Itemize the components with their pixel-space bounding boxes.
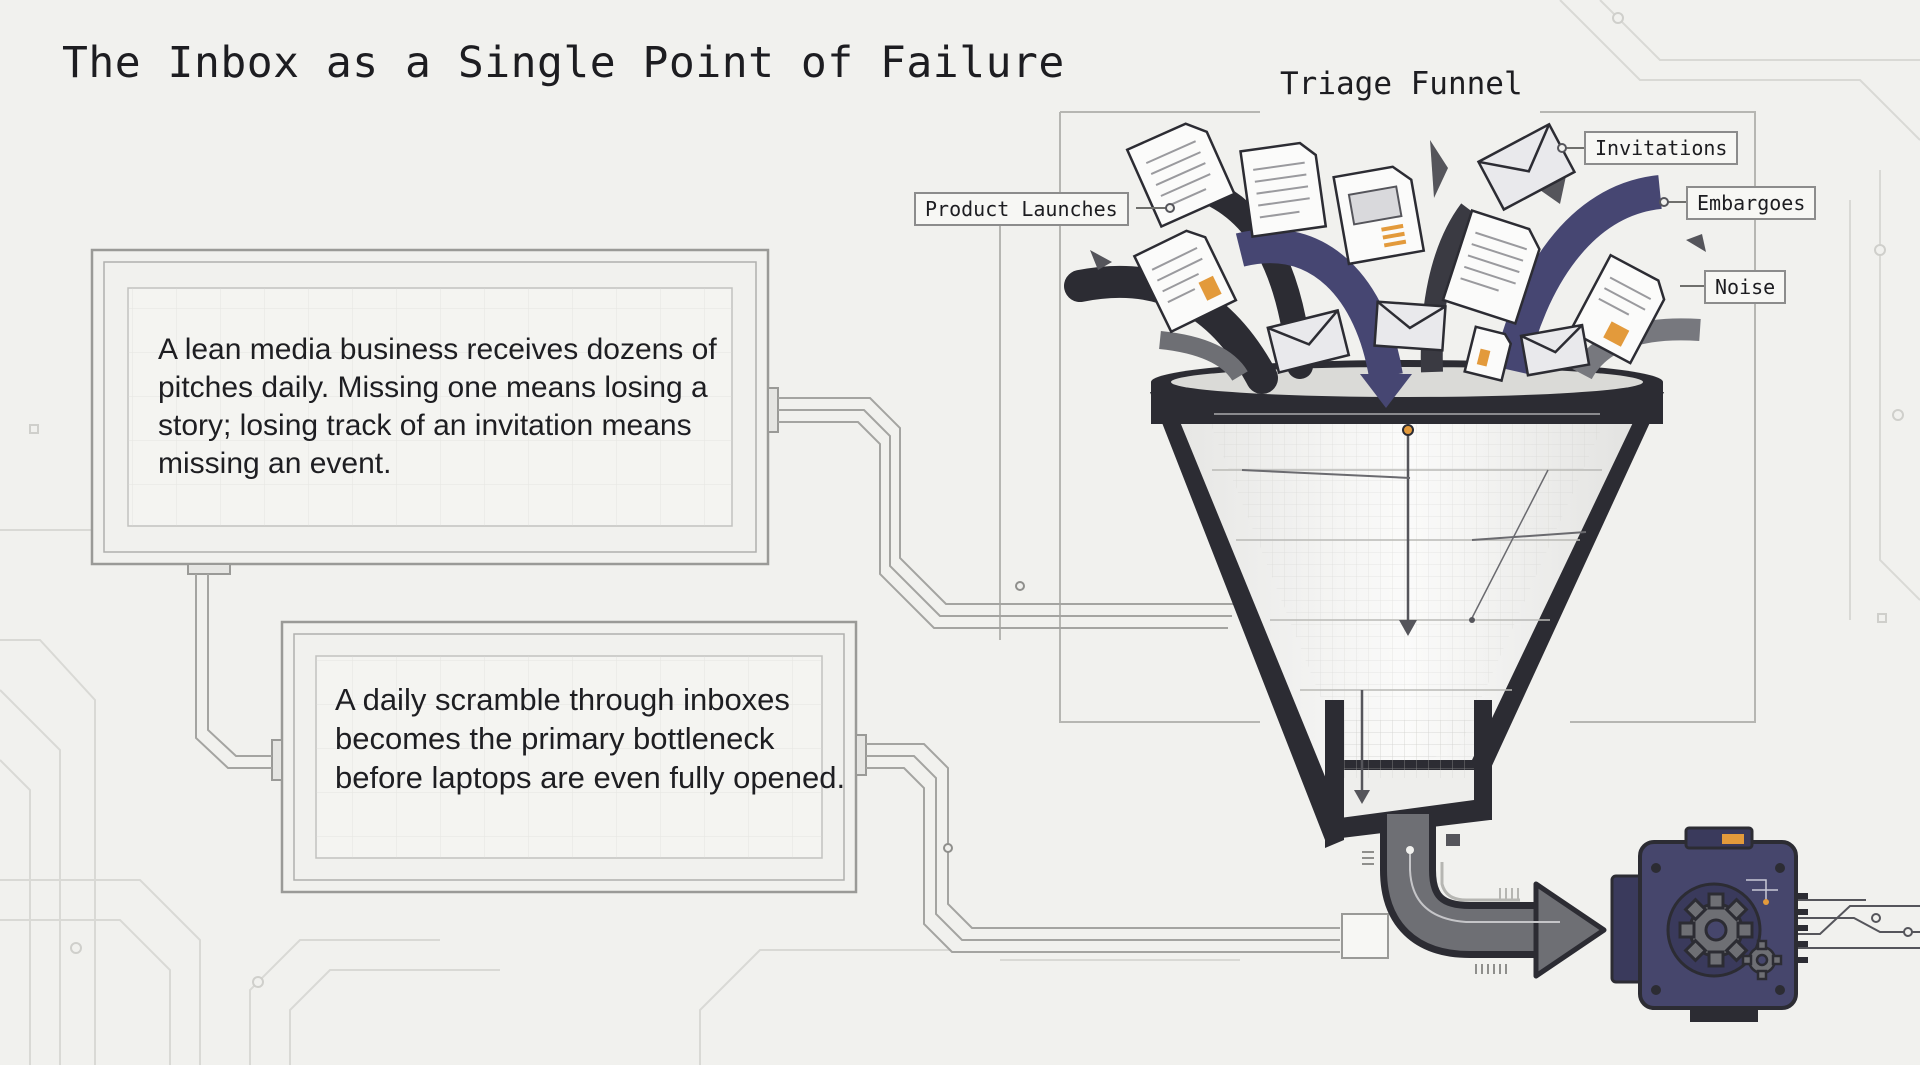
card-1-text: A lean media business receives dozens of… — [158, 333, 717, 480]
tag-noise: Noise — [1704, 270, 1787, 304]
card-2-text: A daily scramble through inboxes becomes… — [335, 682, 846, 795]
tag-product-launches: Product Launches — [914, 192, 1129, 226]
tag-embargoes: Embargoes — [1686, 186, 1817, 220]
funnel-title: Triage Funnel — [1280, 66, 1523, 102]
connector-lines — [195, 397, 1340, 953]
envelope-icon — [1266, 122, 1591, 377]
card-2-frame — [271, 620, 867, 894]
document-icon — [1125, 122, 1666, 383]
tag-invitations: Invitations — [1584, 131, 1739, 165]
output-arrow-icon — [1362, 814, 1607, 979]
gear-icon — [1678, 879, 1783, 981]
card-1-frame — [90, 248, 779, 575]
page-title: The Inbox as a Single Point of Failure — [62, 38, 1065, 88]
background-nodes — [29, 12, 1904, 988]
processor-icon — [1610, 826, 1920, 1022]
connector-junction — [1341, 913, 1389, 959]
connector-nodes — [943, 581, 1025, 853]
tag-connector-nodes — [1165, 143, 1669, 213]
funnel-backdrop-frame — [999, 111, 1756, 723]
